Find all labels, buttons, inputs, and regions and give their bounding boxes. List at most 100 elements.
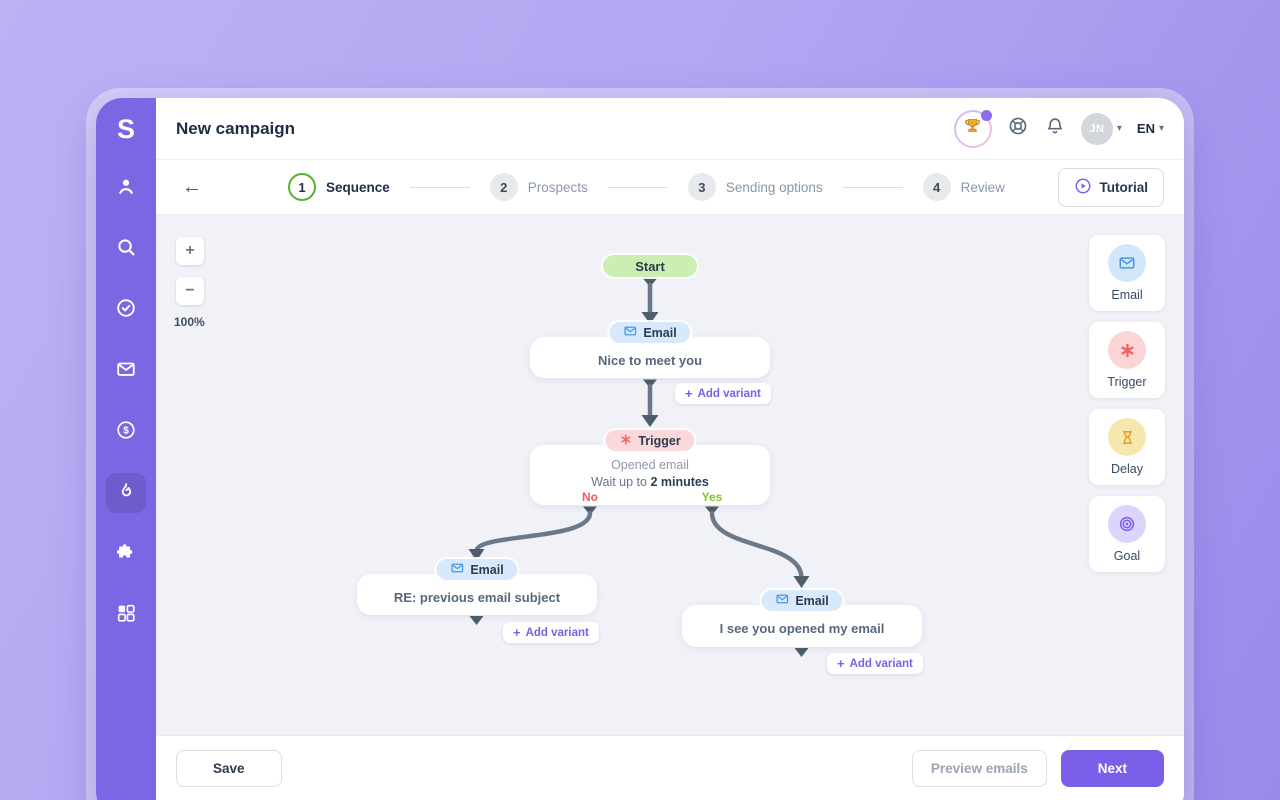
- header: New campaign JN ▾: [156, 98, 1184, 160]
- palette-goal[interactable]: Goal: [1089, 496, 1165, 572]
- apps-grid-icon: [115, 602, 137, 629]
- zoom-in-button[interactable]: +: [176, 237, 204, 265]
- sidebar-item-billing[interactable]: $: [106, 412, 146, 452]
- sidebar-item-tasks[interactable]: [106, 290, 146, 330]
- puzzle-icon: [115, 541, 137, 568]
- email-node-2[interactable]: Email RE: previous email subject: [357, 559, 597, 615]
- step-review[interactable]: 4 Review: [922, 173, 1005, 201]
- header-actions: JN ▾ EN ▾: [954, 109, 1164, 148]
- sidebar-item-integrations[interactable]: [106, 534, 146, 574]
- sidebar-item-apps[interactable]: [106, 595, 146, 635]
- envelope-icon: [623, 324, 637, 341]
- check-circle-icon: [115, 297, 137, 324]
- palette-trigger[interactable]: Trigger: [1089, 322, 1165, 398]
- achievements-button[interactable]: [954, 109, 992, 148]
- trigger-condition: Opened email: [611, 458, 689, 472]
- palette-label: Goal: [1113, 549, 1141, 563]
- preview-emails-button[interactable]: Preview emails: [911, 749, 1047, 787]
- language-label: EN: [1136, 121, 1155, 136]
- step-label: Sequence: [326, 179, 390, 195]
- step-number: 1: [288, 173, 316, 201]
- branch-yes-label: Yes: [701, 490, 723, 504]
- bullseye-icon: [1108, 505, 1146, 543]
- wait-prefix: Wait up to: [591, 475, 647, 489]
- search-icon: [115, 236, 137, 263]
- tutorial-button[interactable]: Tutorial: [1057, 167, 1164, 207]
- dollar-icon: $: [115, 419, 137, 446]
- asterisk-icon: [619, 433, 632, 449]
- play-icon: [1074, 177, 1092, 198]
- bell-icon: [1044, 115, 1066, 142]
- palette-label: Trigger: [1107, 375, 1147, 389]
- plus-icon: +: [513, 625, 521, 640]
- save-button[interactable]: Save: [176, 749, 282, 787]
- add-variant-label: Add variant: [697, 387, 761, 400]
- step-number: 4: [922, 173, 951, 201]
- wait-value: 2 minutes: [650, 475, 709, 489]
- help-button[interactable]: [1007, 115, 1029, 142]
- zoom-out-button[interactable]: −: [176, 277, 204, 305]
- sidebar-item-drip-campaigns[interactable]: [106, 473, 146, 513]
- profile-icon: [115, 175, 137, 202]
- step-sending-options[interactable]: 3 Sending options: [687, 173, 823, 201]
- svg-text:$: $: [123, 425, 129, 436]
- envelope-icon: [775, 592, 789, 609]
- add-variant-label: Add variant: [525, 626, 589, 639]
- node-type-label: Email: [643, 325, 677, 340]
- add-variant-button-2[interactable]: + Add variant: [503, 622, 599, 643]
- back-button[interactable]: ←: [182, 175, 202, 198]
- language-selector[interactable]: EN ▾: [1137, 121, 1164, 136]
- trophy-icon: [962, 116, 983, 142]
- user-menu[interactable]: JN ▾: [1080, 112, 1122, 145]
- sidebar: S $: [96, 98, 156, 800]
- email-subject: I see you opened my email: [719, 621, 885, 636]
- plus-icon: +: [685, 386, 693, 401]
- lifebuoy-icon: [1007, 115, 1029, 142]
- avatar: JN: [1080, 112, 1113, 145]
- next-button[interactable]: Next: [1060, 749, 1164, 787]
- branch-no-label: No: [582, 490, 598, 504]
- footer-bar: Save Preview emails Next: [156, 735, 1184, 800]
- steps: 1 Sequence 2 Prospects 3 Sending options: [288, 173, 1005, 201]
- trigger-wait: Wait up to 2 minutes: [530, 475, 770, 489]
- email-icon: [1108, 244, 1146, 282]
- envelope-icon: [450, 561, 464, 578]
- add-variant-button-1[interactable]: + Add variant: [675, 383, 771, 404]
- app-window-frame: S $: [86, 88, 1194, 800]
- step-connector: [607, 186, 668, 188]
- app-logo[interactable]: S: [116, 113, 135, 144]
- stepper-bar: ← 1 Sequence 2 Prospects 3 Sending optio…: [156, 160, 1184, 215]
- page-title: New campaign: [176, 118, 296, 138]
- step-label: Sending options: [725, 179, 823, 195]
- start-node[interactable]: Start: [603, 255, 697, 277]
- step-label: Prospects: [527, 179, 588, 195]
- notifications-button[interactable]: [1044, 115, 1066, 142]
- envelope-icon: [115, 358, 137, 385]
- sidebar-item-profile[interactable]: [106, 168, 146, 208]
- app-window: S $: [96, 98, 1184, 800]
- zoom-level: 100%: [174, 315, 205, 329]
- sequence-canvas[interactable]: + − 100% Start Email Nice to meet you + …: [156, 215, 1184, 735]
- tutorial-label: Tutorial: [1099, 179, 1149, 195]
- step-sequence[interactable]: 1 Sequence: [288, 173, 390, 201]
- node-type-label: Trigger: [638, 433, 681, 448]
- sidebar-item-search[interactable]: [106, 229, 146, 269]
- add-variant-label: Add variant: [849, 657, 913, 670]
- email-node-1[interactable]: Email Nice to meet you: [530, 322, 770, 378]
- main-area: New campaign JN ▾: [156, 98, 1184, 800]
- add-variant-button-3[interactable]: + Add variant: [827, 653, 923, 674]
- email-subject: Nice to meet you: [597, 353, 703, 368]
- sidebar-item-email[interactable]: [106, 351, 146, 391]
- trigger-node-type-pill: Trigger: [605, 430, 695, 451]
- step-prospects[interactable]: 2 Prospects: [489, 173, 588, 201]
- chevron-down-icon: ▾: [1158, 123, 1164, 134]
- palette-email[interactable]: Email: [1089, 235, 1165, 311]
- email-node-type-pill: Email: [761, 590, 843, 611]
- trigger-node[interactable]: Trigger Opened email Wait up to 2 minute…: [530, 430, 770, 505]
- palette-delay[interactable]: Delay: [1089, 409, 1165, 485]
- plus-icon: +: [837, 656, 845, 671]
- step-connector: [842, 186, 903, 188]
- node-type-label: Email: [470, 562, 504, 577]
- email-node-3[interactable]: Email I see you opened my email: [682, 590, 922, 647]
- hourglass-icon: [1108, 418, 1146, 456]
